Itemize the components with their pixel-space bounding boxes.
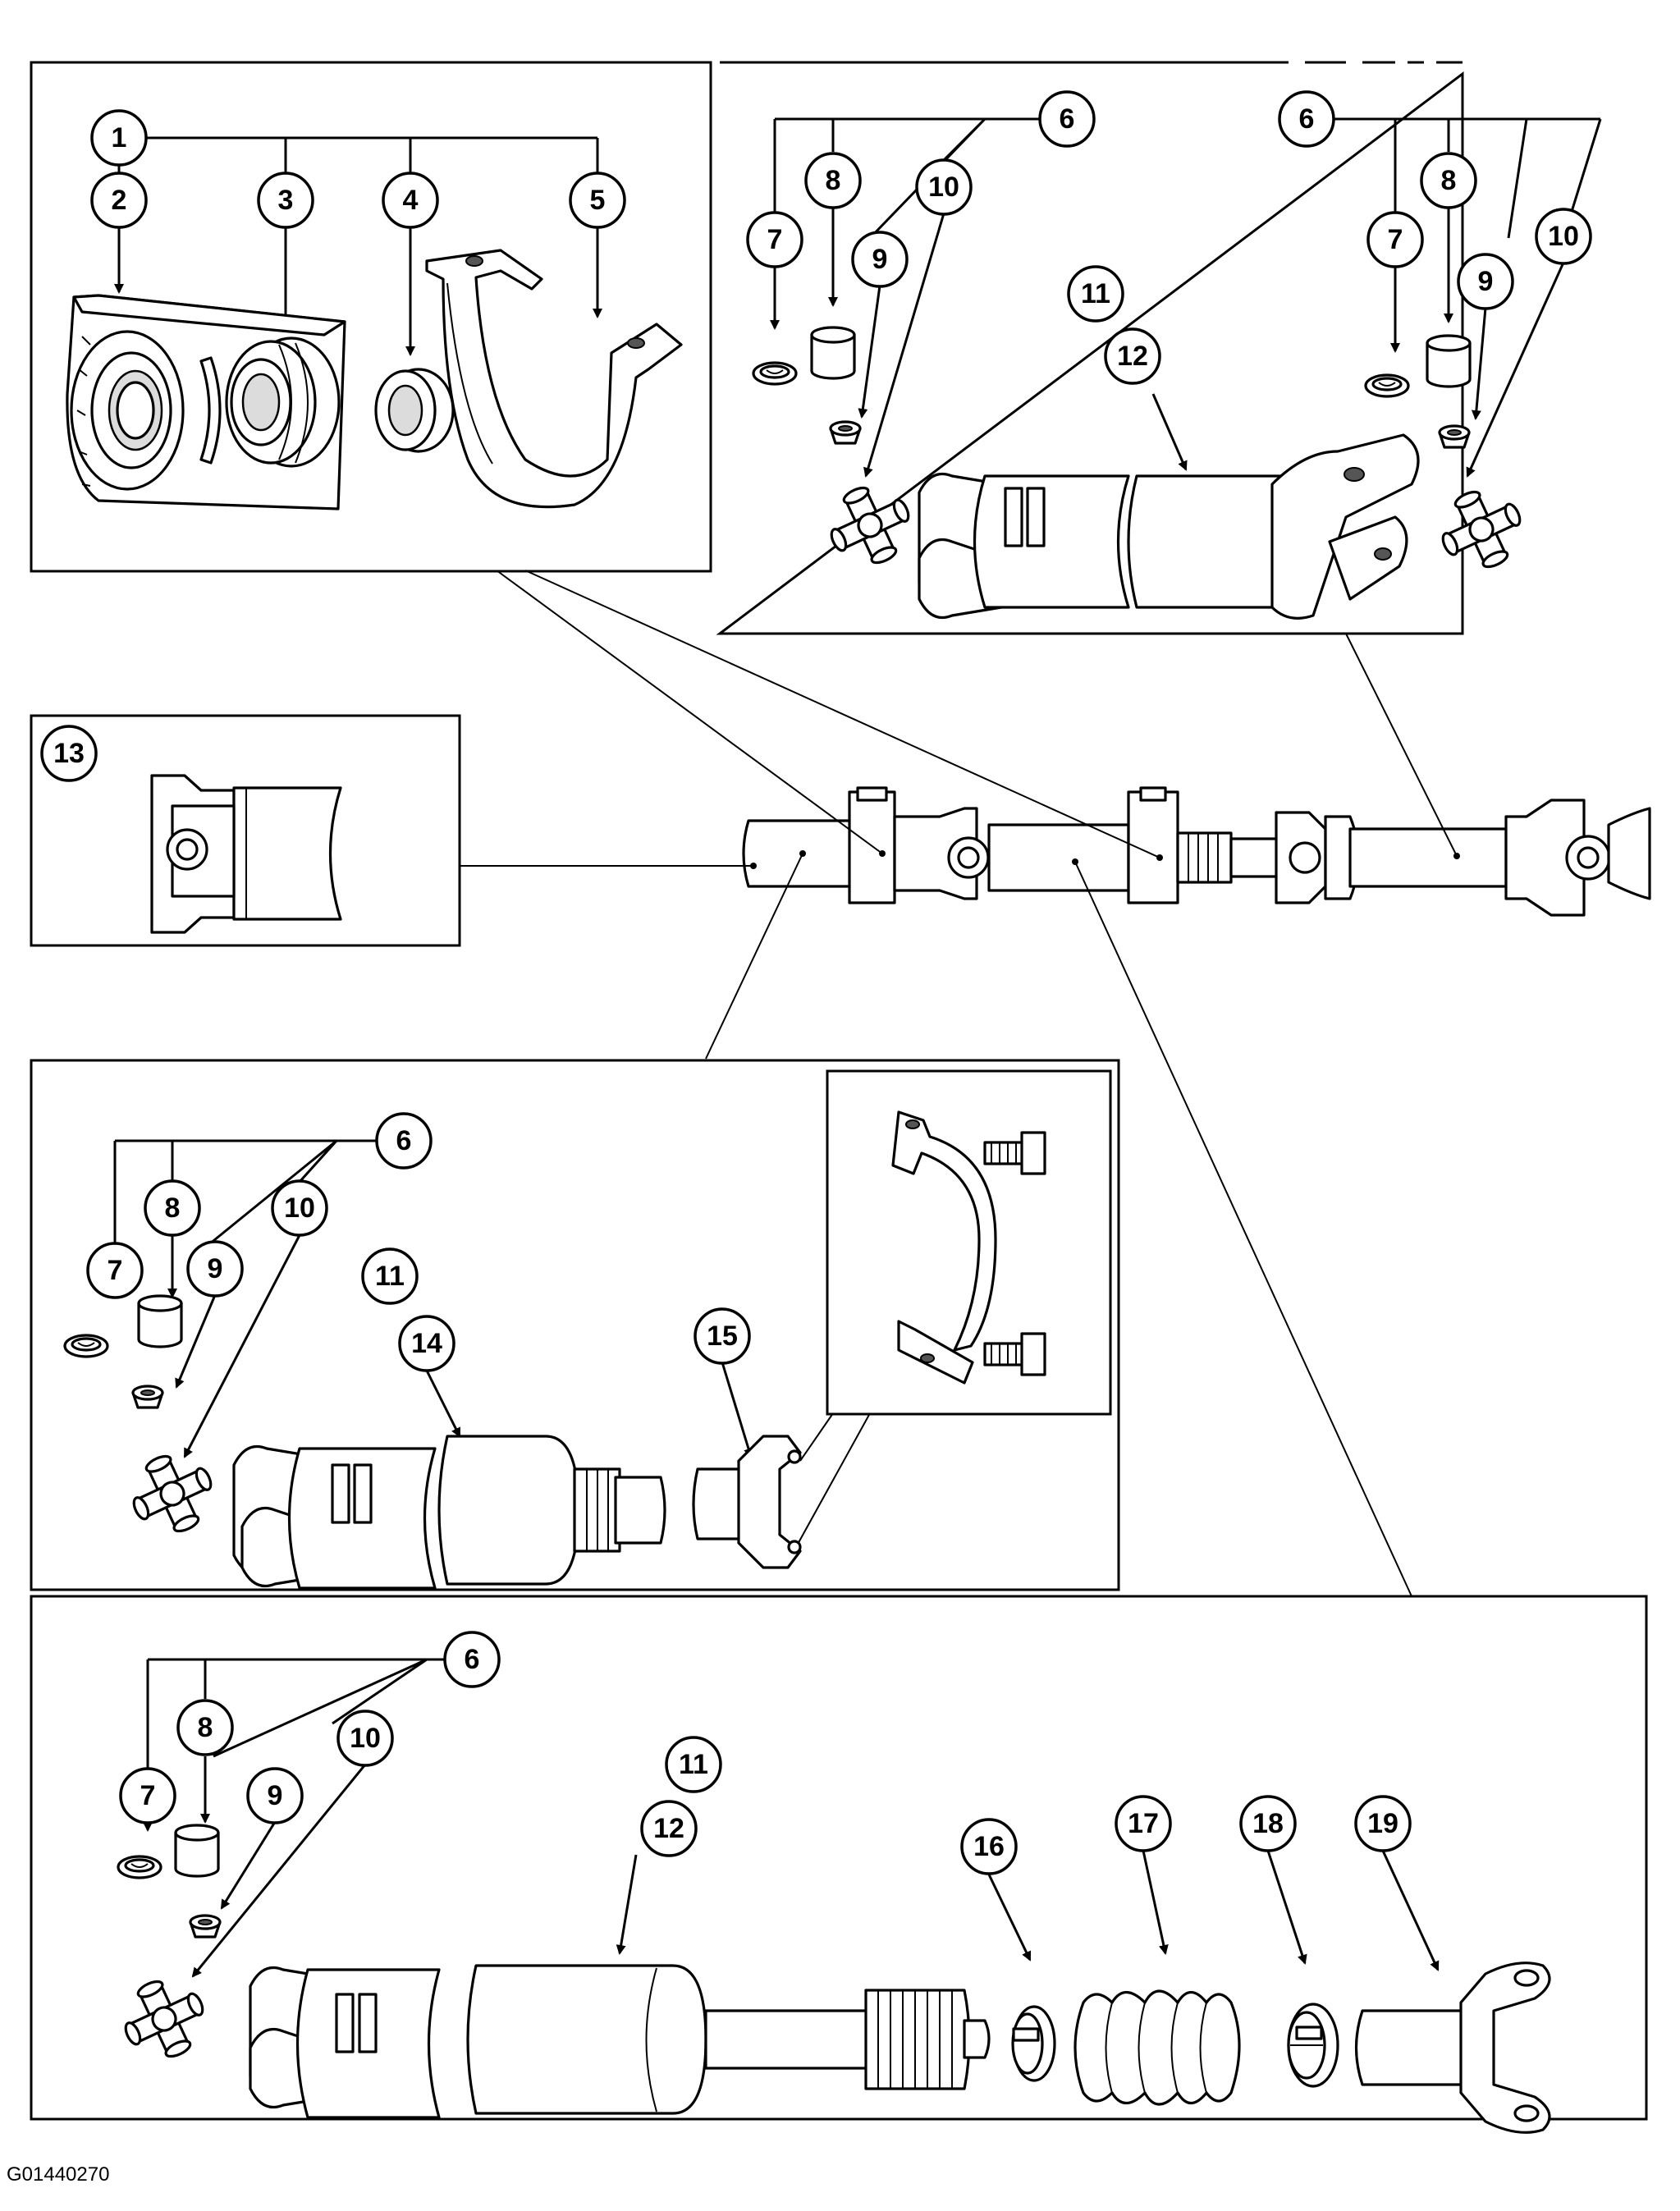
svg-text:8: 8 bbox=[826, 165, 841, 196]
svg-text:13: 13 bbox=[53, 738, 85, 769]
callout-6: 6 bbox=[443, 1631, 501, 1688]
svg-text:10: 10 bbox=[284, 1192, 315, 1224]
svg-text:6: 6 bbox=[1060, 103, 1075, 135]
callout-15: 15 bbox=[694, 1307, 751, 1365]
svg-text:11: 11 bbox=[1081, 278, 1110, 309]
figure-id: G01440270 bbox=[7, 2163, 110, 2186]
svg-text:18: 18 bbox=[1252, 1808, 1284, 1839]
rear-driveshaft-tube bbox=[918, 433, 1420, 620]
callout-9: 9 bbox=[246, 1767, 304, 1824]
svg-text:10: 10 bbox=[350, 1723, 381, 1754]
splined-stub-shaft bbox=[704, 1989, 991, 2090]
single-shaft-yoke bbox=[150, 774, 342, 934]
svg-text:6: 6 bbox=[465, 1644, 480, 1675]
callout-7: 7 bbox=[119, 1767, 176, 1824]
callout-13: 13 bbox=[40, 725, 98, 782]
svg-text:2: 2 bbox=[112, 185, 127, 216]
boot-clamp-left bbox=[1011, 2005, 1056, 2082]
svg-text:3: 3 bbox=[278, 185, 294, 216]
svg-text:19: 19 bbox=[1367, 1808, 1398, 1839]
callout-8: 8 bbox=[804, 152, 862, 209]
callout-2: 2 bbox=[90, 172, 148, 229]
svg-text:4: 4 bbox=[403, 185, 419, 216]
callout-12: 12 bbox=[1104, 327, 1161, 385]
callout-10: 10 bbox=[271, 1179, 328, 1237]
callout-11: 11 bbox=[665, 1736, 722, 1793]
svg-text:10: 10 bbox=[1548, 221, 1579, 252]
callout-3: 3 bbox=[257, 172, 314, 229]
panel-one-piece-shaft: 13 bbox=[30, 714, 461, 947]
callout-8: 8 bbox=[176, 1699, 234, 1756]
callout-6: 6 bbox=[1278, 90, 1335, 148]
svg-text:9: 9 bbox=[268, 1780, 283, 1811]
svg-text:11: 11 bbox=[375, 1261, 405, 1292]
callout-5: 5 bbox=[569, 172, 626, 229]
panel-boot-shaft: 6 8 10 7 9 11 12 16 17 18 19 bbox=[30, 1595, 1648, 2134]
assembled-driveshaft bbox=[742, 786, 1651, 917]
callout-10: 10 bbox=[1535, 208, 1592, 265]
svg-text:8: 8 bbox=[198, 1712, 213, 1743]
svg-text:7: 7 bbox=[1388, 224, 1403, 255]
svg-text:7: 7 bbox=[108, 1255, 123, 1286]
svg-text:9: 9 bbox=[208, 1253, 223, 1284]
svg-text:17: 17 bbox=[1128, 1808, 1159, 1839]
svg-text:15: 15 bbox=[707, 1321, 738, 1352]
center-bearing bbox=[225, 336, 341, 468]
boot-clamp-right bbox=[1287, 2003, 1339, 2088]
panel-front-shaft: 6 8 10 7 9 11 14 15 bbox=[30, 1059, 1120, 1591]
svg-text:11: 11 bbox=[679, 1749, 708, 1780]
callout-6: 6 bbox=[375, 1112, 433, 1170]
callout-14: 14 bbox=[398, 1315, 455, 1372]
callout-12: 12 bbox=[640, 1800, 698, 1857]
callout-9: 9 bbox=[1457, 253, 1514, 310]
inset-bolt-top bbox=[983, 1131, 1046, 1175]
callout-19: 19 bbox=[1354, 1795, 1412, 1852]
slinger bbox=[374, 368, 455, 453]
callout-11: 11 bbox=[361, 1247, 419, 1305]
svg-text:8: 8 bbox=[1441, 165, 1457, 196]
svg-text:9: 9 bbox=[1478, 266, 1494, 297]
svg-text:7: 7 bbox=[767, 224, 783, 255]
callout-10: 10 bbox=[915, 158, 973, 216]
callout-9: 9 bbox=[851, 231, 909, 288]
callout-7: 7 bbox=[1366, 211, 1424, 268]
callout-17: 17 bbox=[1115, 1795, 1172, 1852]
callout-16: 16 bbox=[960, 1818, 1018, 1875]
svg-text:10: 10 bbox=[928, 172, 959, 203]
callout-1: 1 bbox=[90, 109, 148, 167]
svg-text:5: 5 bbox=[590, 185, 606, 216]
svg-text:7: 7 bbox=[140, 1780, 156, 1811]
inset-bracket bbox=[891, 1110, 997, 1385]
panel-center-bearing: 1 2 3 4 5 bbox=[30, 61, 712, 573]
bearing-bracket bbox=[425, 249, 683, 509]
callout-7: 7 bbox=[746, 211, 803, 268]
front-shaft-tube bbox=[232, 1435, 666, 1590]
callout-7: 7 bbox=[86, 1242, 144, 1299]
svg-text:1: 1 bbox=[112, 122, 127, 153]
panel-rear-shaft: 6 8 10 7 9 11 12 6 8 10 7 9 bbox=[716, 61, 1602, 635]
svg-text:16: 16 bbox=[973, 1831, 1005, 1862]
callout-6: 6 bbox=[1038, 90, 1096, 148]
callout-4: 4 bbox=[382, 172, 439, 229]
callout-8: 8 bbox=[144, 1179, 201, 1237]
svg-text:6: 6 bbox=[396, 1125, 412, 1156]
inset-bolt-bottom bbox=[983, 1332, 1046, 1376]
callout-8: 8 bbox=[1420, 152, 1477, 209]
callout-9: 9 bbox=[186, 1240, 244, 1298]
svg-text:12: 12 bbox=[1117, 341, 1148, 372]
svg-text:8: 8 bbox=[165, 1192, 181, 1224]
boot bbox=[1073, 1989, 1241, 2106]
callout-10: 10 bbox=[336, 1710, 394, 1767]
svg-text:12: 12 bbox=[653, 1813, 684, 1844]
callout-11: 11 bbox=[1067, 265, 1124, 323]
svg-text:9: 9 bbox=[872, 244, 888, 275]
callout-18: 18 bbox=[1239, 1795, 1297, 1852]
svg-text:14: 14 bbox=[411, 1328, 442, 1359]
leader-lines bbox=[460, 570, 1458, 1597]
slip-yoke-rear bbox=[1354, 1962, 1551, 2134]
svg-text:6: 6 bbox=[1299, 103, 1315, 135]
slip-yoke bbox=[692, 1435, 802, 1569]
boot-shaft-tube bbox=[249, 1964, 707, 2119]
